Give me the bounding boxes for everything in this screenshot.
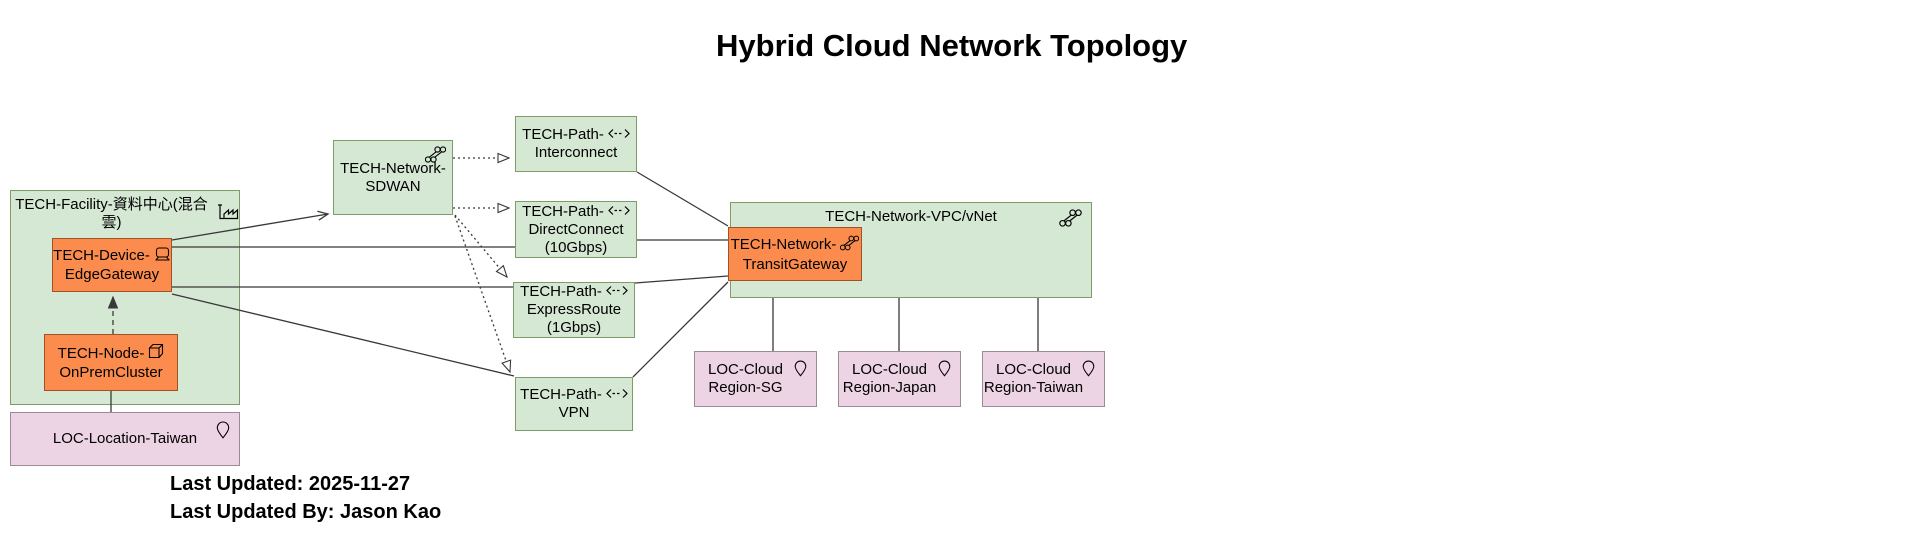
sdwan-label-line1: TECH-Network- — [340, 159, 446, 177]
node-tech-path-directconnect[interactable]: TECH-Path- DirectConnect (10Gbps) — [515, 201, 637, 258]
directconnect-label-line2: DirectConnect — [528, 220, 624, 238]
connector-sdwan-vpn — [454, 215, 512, 374]
region-japan-label-line1: LOC-Cloud — [851, 361, 928, 378]
expressroute-label-line3: (1Gbps) — [546, 319, 602, 336]
facility-icon — [216, 203, 239, 225]
device-icon — [154, 246, 171, 266]
path-icon — [607, 203, 630, 221]
node-tech-network-sdwan[interactable]: TECH-Network- SDWAN — [333, 140, 453, 215]
vpc-label: TECH-Network-VPC/vNet — [825, 208, 997, 225]
location-pin-icon — [794, 360, 807, 382]
connector-interconnect-transitgateway — [636, 171, 729, 227]
region-sg-label-line1: LOC-Cloud — [707, 361, 784, 378]
edgegateway-label-line2: EdgeGateway — [64, 265, 160, 283]
interconnect-label-line2: Interconnect — [534, 144, 618, 161]
location-pin-icon — [216, 421, 230, 444]
connector-expressroute-transitgateway — [634, 275, 729, 284]
path-icon — [605, 283, 628, 301]
loc-taiwan-label: LOC-Location-Taiwan — [52, 430, 198, 447]
onprem-label-line2: OnPremCluster — [59, 364, 163, 381]
directconnect-label-line3: (10Gbps) — [544, 238, 608, 256]
node-tech-network-transitgateway[interactable]: TECH-Network- TransitGateway — [728, 227, 862, 281]
facility-label: TECH-Facility-資料中心(混合雲) — [15, 196, 208, 231]
region-japan-label-line2: Region-Japan — [842, 379, 937, 396]
last-updated-by-text: Last Updated By: Jason Kao — [170, 501, 442, 523]
node-loc-location-taiwan[interactable]: LOC-Location-Taiwan — [10, 412, 240, 466]
node-tech-path-interconnect[interactable]: TECH-Path- Interconnect — [515, 116, 637, 172]
node-loc-cloud-region-taiwan[interactable]: LOC-Cloud Region-Taiwan — [982, 351, 1105, 407]
node-tech-device-edgegateway[interactable]: TECH-Device- EdgeGateway — [52, 238, 172, 292]
expressroute-label-line1: TECH-Path- — [520, 283, 602, 300]
node-loc-cloud-region-japan[interactable]: LOC-Cloud Region-Japan — [838, 351, 961, 407]
node-cube-icon — [148, 343, 164, 364]
vpn-label-line2: VPN — [558, 404, 590, 421]
region-taiwan-label-line1: LOC-Cloud — [995, 361, 1072, 378]
network-icon — [840, 235, 860, 256]
expressroute-label-line2: ExpressRoute — [526, 301, 622, 318]
node-tech-path-vpn[interactable]: TECH-Path- VPN — [515, 377, 633, 431]
sdwan-label-line2: SDWAN — [365, 177, 421, 195]
diagram-title: Hybrid Cloud Network Topology — [716, 28, 1188, 63]
network-icon — [1059, 209, 1082, 232]
network-icon — [424, 146, 447, 168]
interconnect-label-line1: TECH-Path- — [522, 126, 604, 143]
region-taiwan-label-line2: Region-Taiwan — [983, 379, 1084, 396]
edgegateway-label-line1: TECH-Device- — [53, 247, 150, 264]
connector-sdwan-expressroute — [454, 214, 508, 279]
transitgateway-label-line2: TransitGateway — [742, 255, 848, 273]
location-pin-icon — [1082, 360, 1095, 382]
onprem-label-line1: TECH-Node- — [57, 344, 145, 362]
transitgateway-label-line1: TECH-Network- — [730, 236, 837, 253]
path-icon — [605, 386, 628, 404]
vpn-label-line1: TECH-Path- — [520, 386, 602, 403]
path-icon — [607, 126, 630, 144]
node-tech-node-onpremcluster[interactable]: TECH-Node- OnPremCluster — [44, 334, 178, 391]
footer-annotation: Last Updated: 2025-11-27 Last Updated By… — [170, 470, 441, 526]
node-loc-cloud-region-sg[interactable]: LOC-Cloud Region-SG — [694, 351, 817, 407]
directconnect-label-line1: TECH-Path- — [522, 202, 604, 220]
node-tech-path-expressroute[interactable]: TECH-Path- ExpressRoute (1Gbps) — [513, 282, 635, 338]
region-sg-label-line2: Region-SG — [708, 379, 783, 396]
last-updated-text: Last Updated: 2025-11-27 — [170, 473, 411, 495]
location-pin-icon — [938, 360, 951, 382]
